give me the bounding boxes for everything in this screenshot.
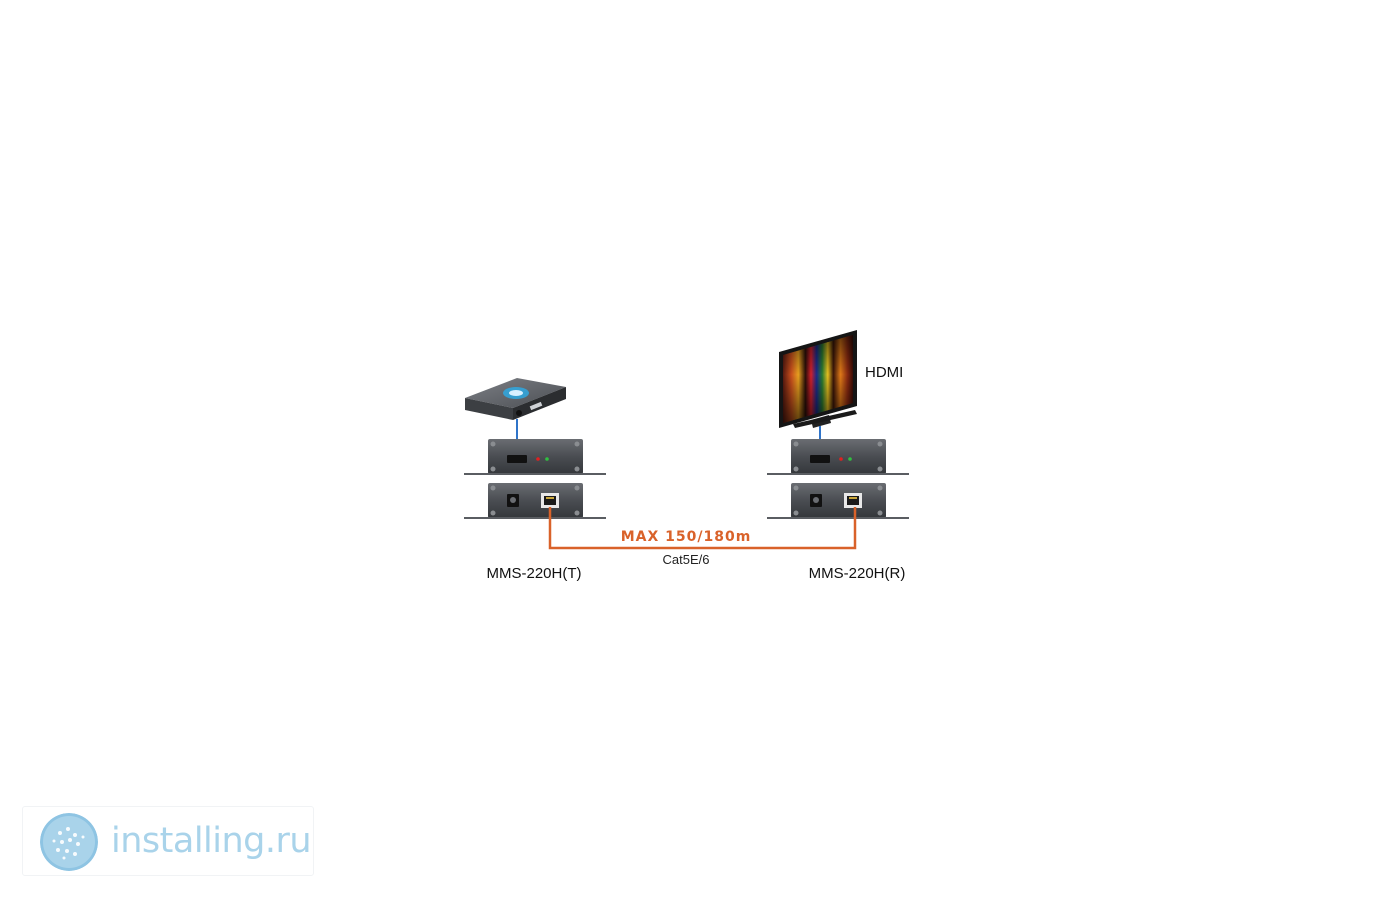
receiver-hdmi-unit <box>767 439 909 475</box>
hdmi-port-icon <box>810 455 830 463</box>
transmitter-lan-unit <box>464 483 606 519</box>
cat5-cable <box>548 507 857 550</box>
status-led-red <box>536 457 540 461</box>
transmitter-label: MMS-220H(T) <box>486 565 581 582</box>
status-led-green <box>848 457 852 461</box>
media-player-icon <box>465 378 566 420</box>
status-led-red <box>839 457 843 461</box>
hdmi-port-icon <box>507 455 527 463</box>
cable-type-label: Cat5E/6 <box>663 552 710 567</box>
transmitter-hdmi-unit <box>464 439 606 475</box>
watermark: installing.ru <box>22 806 314 876</box>
receiver-lan-unit <box>767 483 909 519</box>
distance-label: MAX 150/180m <box>621 529 752 545</box>
status-led-green <box>545 457 549 461</box>
watermark-text: installing.ru <box>111 821 312 861</box>
hdmi-label: HDMI <box>865 364 903 381</box>
monitor-icon <box>779 330 857 428</box>
installing-logo-icon <box>40 813 98 871</box>
receiver-label: MMS-220H(R) <box>809 565 906 582</box>
